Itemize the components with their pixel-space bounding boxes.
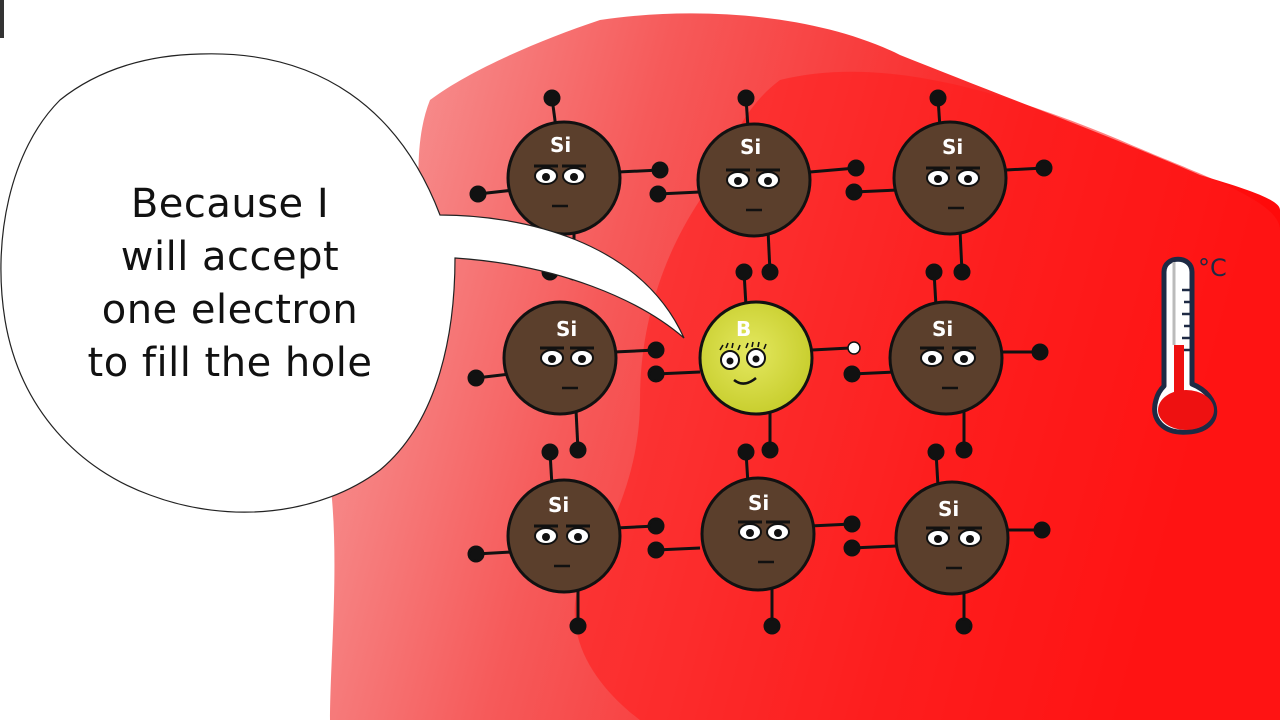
- silicon-atom: Si: [506, 120, 622, 236]
- atom-label: Si: [932, 317, 953, 341]
- atom-label: Si: [938, 497, 959, 521]
- atom-label: Si: [942, 135, 963, 159]
- silicon-atom: Si: [894, 480, 1010, 596]
- atom-label: Si: [550, 133, 571, 157]
- boron-atom: B: [698, 300, 814, 416]
- silicon-atom: Si: [696, 122, 812, 238]
- silicon-atom: Si: [506, 478, 622, 594]
- temperature-unit-label: °C: [1198, 254, 1227, 282]
- silicon-atom: Si: [888, 300, 1004, 416]
- atom-label: Si: [556, 317, 577, 341]
- corner-mark: [0, 0, 4, 38]
- hole-dot: [847, 341, 861, 355]
- silicon-atom: Si: [502, 300, 618, 416]
- speech-bubble: [0, 53, 685, 513]
- thermometer-icon: °C: [1152, 254, 1227, 435]
- atom-label: Si: [748, 491, 769, 515]
- atom-label: Si: [740, 135, 761, 159]
- atom-label: Si: [548, 493, 569, 517]
- atom-label: B: [736, 317, 751, 341]
- silicon-atom: Si: [700, 476, 816, 592]
- speech-bubble-text: Because I will accept one electron to fi…: [87, 181, 373, 386]
- silicon-atom: Si: [892, 120, 1008, 236]
